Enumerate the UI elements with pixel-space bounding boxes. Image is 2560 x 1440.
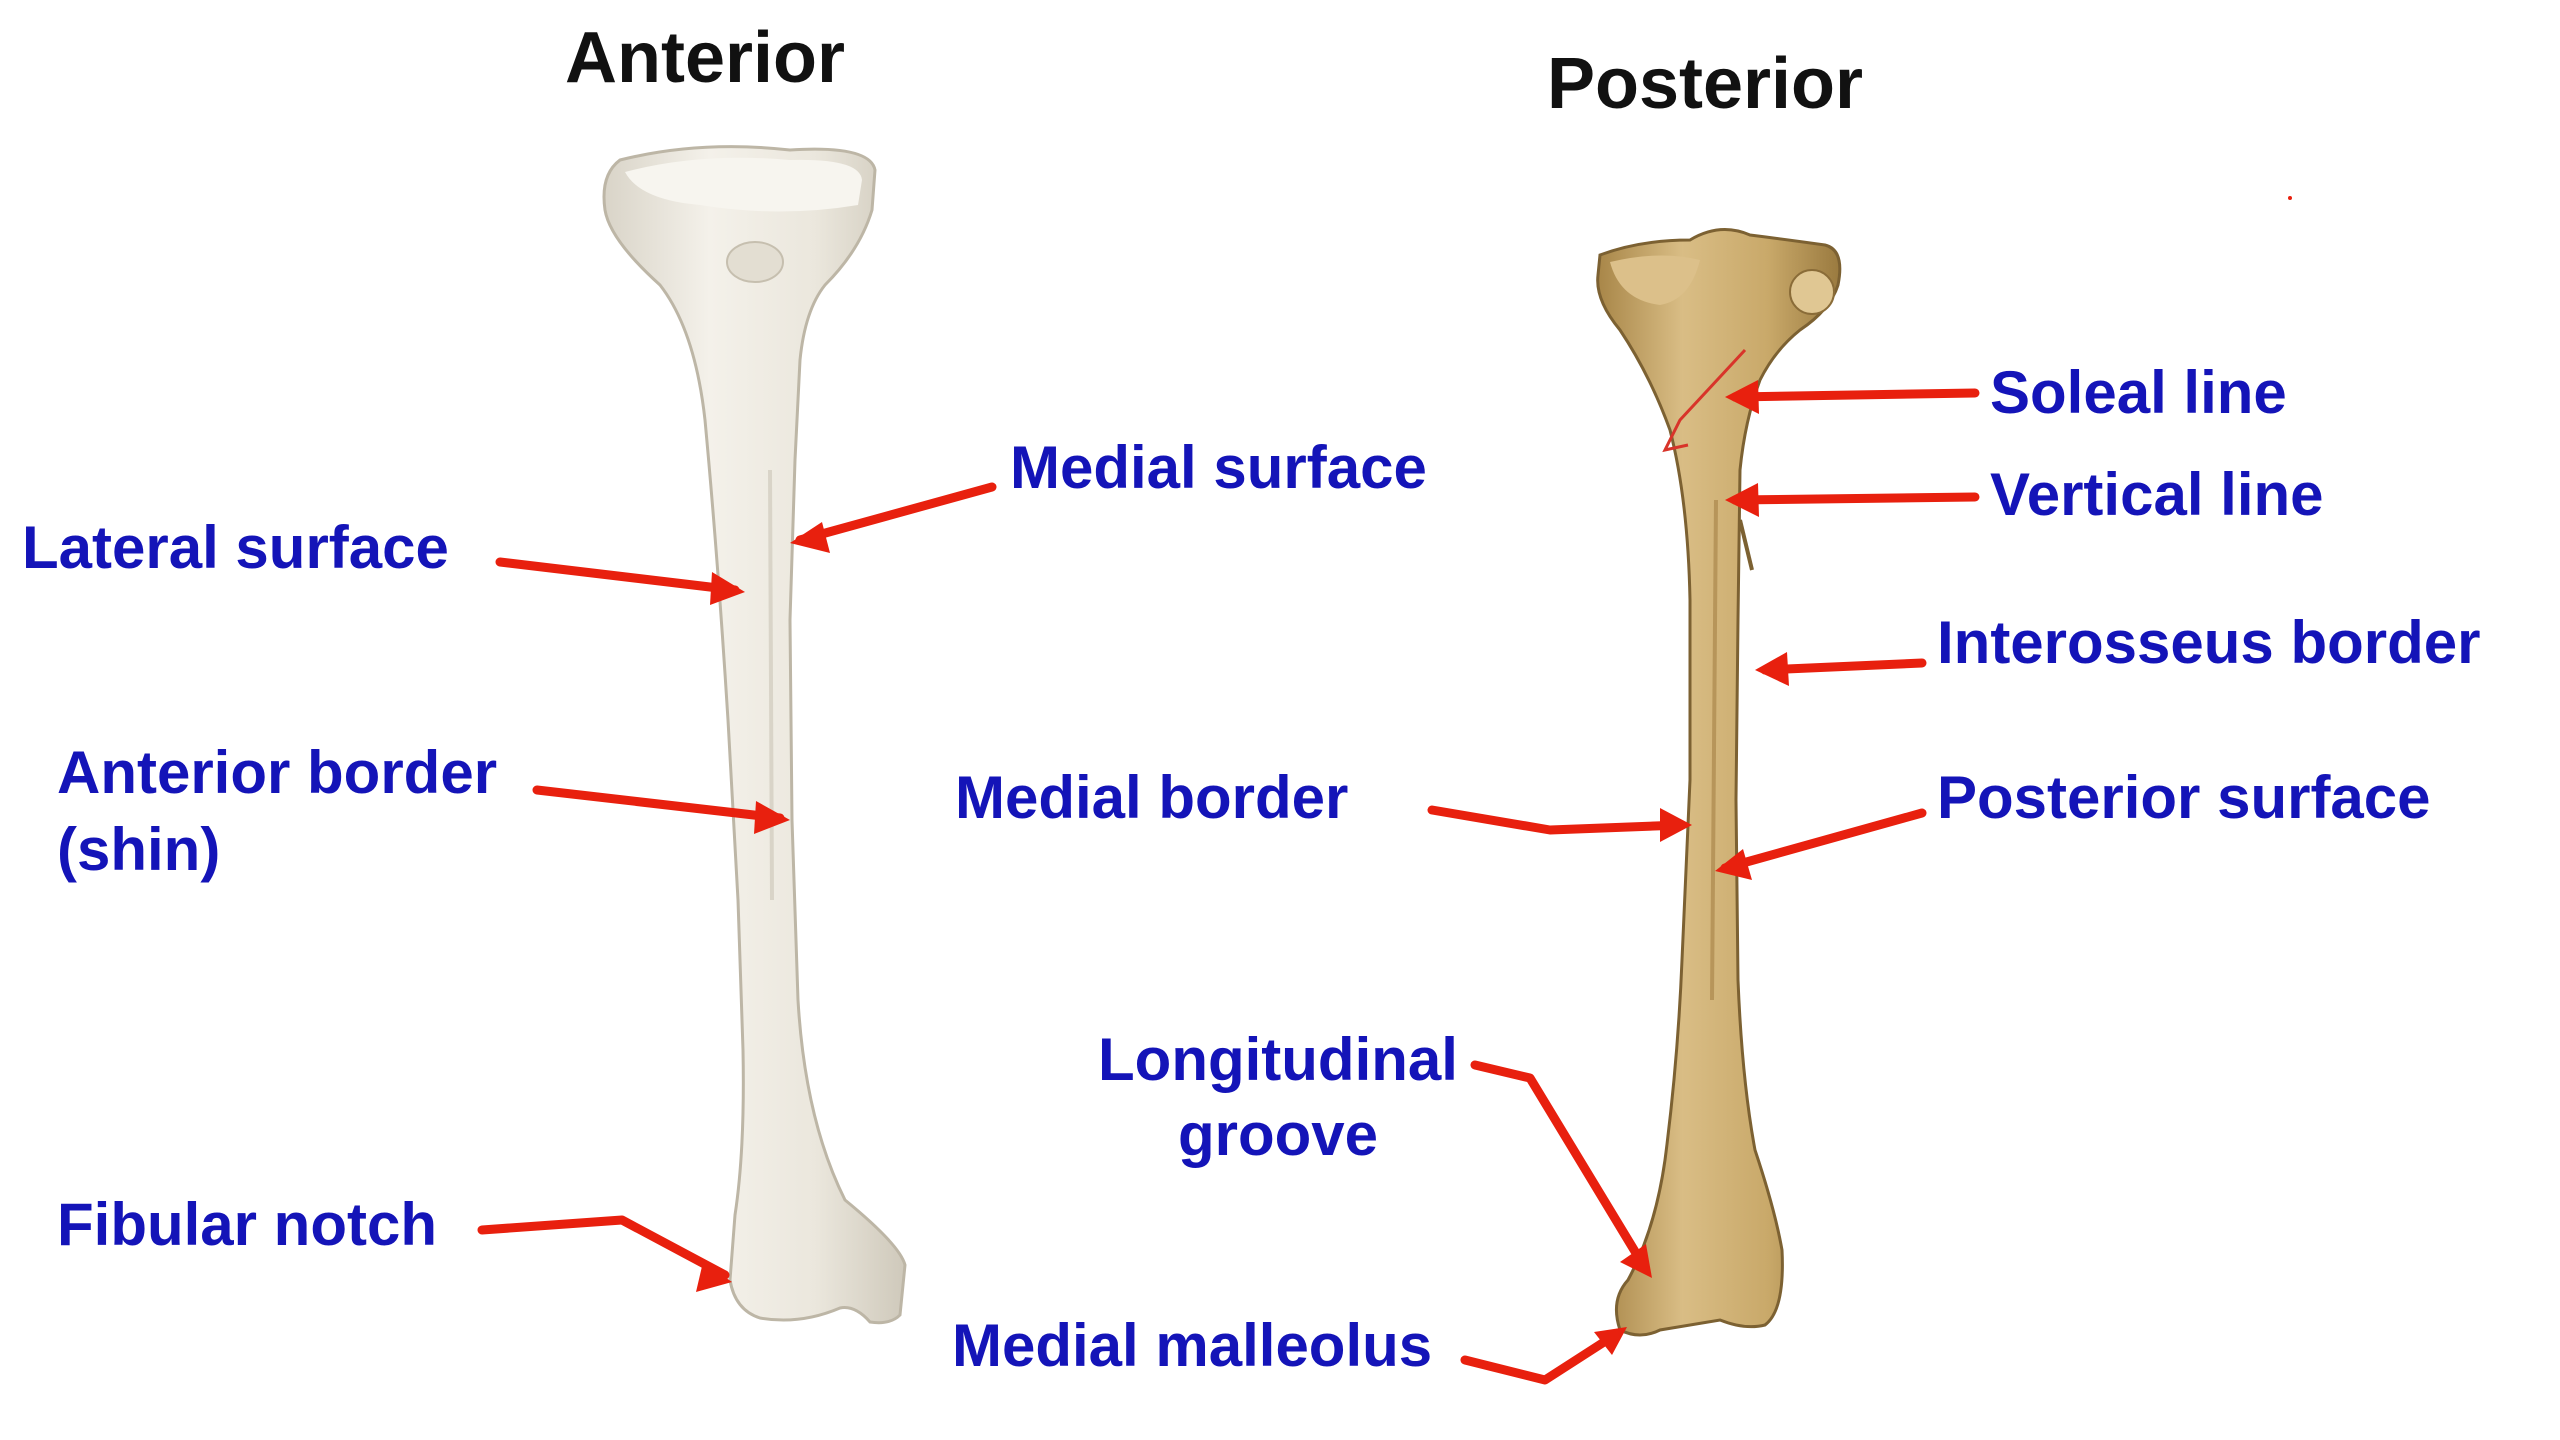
fibular-notch-arrow [482, 1220, 725, 1275]
medial-border-arrow [1432, 810, 1682, 830]
interosseus-border-arrowhead [1755, 652, 1789, 686]
medial-surface-arrow [800, 487, 992, 540]
longitudinal-groove-label-line1: Longitudinal [1098, 1026, 1458, 1093]
interosseus-border-arrow [1765, 663, 1922, 670]
longitudinal-groove-label-line2: groove [1178, 1101, 1378, 1168]
posterior-surface-arrow [1725, 813, 1922, 868]
posterior-heading: Posterior [1547, 44, 1863, 124]
posterior-surface-label: Posterior surface [1937, 764, 2431, 831]
vertical-line-label: Vertical line [1990, 461, 2324, 528]
medial-surface-label: Medial surface [1010, 434, 1427, 501]
medial-surface-arrowhead [790, 522, 830, 553]
anterior-border-label-line1: Anterior border [57, 739, 497, 806]
lateral-surface-arrow [500, 562, 735, 590]
vertical-line-arrow [1735, 497, 1975, 500]
stray-dot [2288, 196, 2292, 200]
medial-malleolus-arrow [1465, 1333, 1618, 1380]
lateral-surface-label: Lateral surface [22, 514, 449, 581]
anterior-tibia-image [604, 147, 905, 1323]
interosseus-border-label: Interosseus border [1937, 609, 2481, 676]
medial-border-label: Medial border [955, 764, 1348, 831]
soleal-line-label: Soleal line [1990, 359, 2287, 426]
anterior-heading: Anterior [565, 18, 845, 98]
fibular-notch-label: Fibular notch [57, 1191, 437, 1258]
medial-malleolus-label: Medial malleolus [952, 1312, 1432, 1379]
longitudinal-groove-arrow [1475, 1065, 1645, 1268]
anterior-border-label-line2: (shin) [57, 816, 220, 883]
soleal-line-arrow [1735, 393, 1975, 397]
